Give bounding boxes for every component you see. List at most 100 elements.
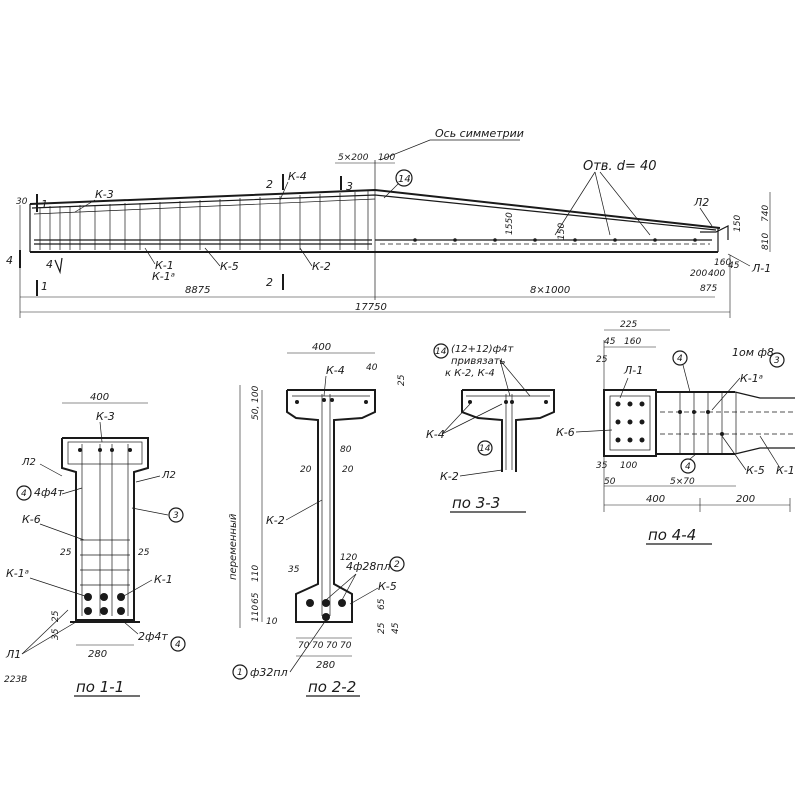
- svg-text:3: 3: [774, 356, 780, 366]
- sec22-side-label: переменный: [228, 513, 239, 580]
- sec22-dim-70b: 70: [312, 641, 324, 651]
- sec22-title: по 2-2: [308, 678, 356, 696]
- sec11-callout-3: [168, 507, 184, 523]
- sec11-label-k3: К-3: [96, 410, 115, 423]
- sec11-width-top: 400: [90, 392, 109, 403]
- sec33-title: по 3-3: [452, 494, 500, 512]
- sec22-dim-50-100: 50, 100: [251, 385, 261, 420]
- sec44-label-k1: К-1: [776, 464, 795, 477]
- sec22-callout-1: [232, 664, 248, 680]
- sec11-label-k1: К-1: [154, 573, 173, 586]
- sec22-dim-120: 120: [340, 553, 357, 563]
- sec11-bars-4f4t: 4ф4т: [34, 486, 64, 499]
- section-3-3-outline: [462, 389, 555, 472]
- label-k3: К-3: [95, 188, 114, 201]
- section-mark-1-bottom: 1: [41, 280, 48, 293]
- sec11-label-l2-left: Л2: [21, 457, 36, 468]
- sec22-dim-65: 65: [251, 592, 261, 604]
- callout-14-elevation: [395, 169, 413, 187]
- sec22-width-top: 400: [312, 342, 331, 353]
- sec22-callout-2: [389, 556, 405, 572]
- sec22-dim-110b: 110: [251, 605, 261, 622]
- sec22-dim-25b: 25: [377, 622, 387, 634]
- sec11-callout-4-bottom: [170, 636, 186, 652]
- sec33-label-k2: К-2: [440, 470, 459, 483]
- section-4-4: 225 45 160 25 35 100 50 5×70 400 200 Л-1…: [556, 320, 795, 545]
- section-mark-1-top: 1: [41, 198, 48, 211]
- sec11-label-l1: Л1: [5, 648, 21, 661]
- sec22-dim-110: 110: [251, 565, 261, 582]
- sec44-dim-400: 400: [646, 494, 665, 505]
- sec33-callout-14-top: [433, 343, 449, 359]
- sec44-callout-4-top: [672, 350, 688, 366]
- svg-text:4: 4: [46, 258, 53, 271]
- svg-text:4: 4: [685, 462, 691, 472]
- sec11-label-l2-right: Л2: [161, 470, 176, 481]
- sec22-dim-40: 40: [366, 363, 378, 373]
- stirrup-lines: [39, 191, 369, 250]
- section-mark-2-top: 2: [266, 178, 273, 191]
- sec22-dim-20b: 20: [342, 465, 354, 475]
- label-k4: К-4: [288, 170, 307, 183]
- dim-810: 810: [761, 233, 771, 250]
- dim-875: 875: [700, 284, 717, 294]
- sec22-dim-70a: 70: [298, 641, 310, 651]
- sec11-title: по 1-1: [76, 678, 124, 696]
- sec44-dim-5x70: 5×70: [670, 477, 695, 487]
- sec22-dim-35: 35: [288, 565, 300, 575]
- sec44-callout-3: [769, 352, 785, 368]
- sec44-label-l1: Л-1: [623, 364, 643, 377]
- section-mark-3: 3: [346, 180, 353, 193]
- dim-30: 30: [16, 197, 28, 207]
- label-l1: Л-1: [751, 262, 771, 275]
- sec11-label-k1a: К-1ᵃ: [6, 567, 29, 580]
- svg-text:14: 14: [435, 347, 447, 357]
- label-k1: К-1: [155, 259, 174, 272]
- sec33-note-line2: привязать: [451, 356, 506, 367]
- symmetry-axis-label: Ось симметрии: [435, 127, 524, 140]
- sec22-width-bottom: 280: [316, 660, 335, 671]
- sec22-dim-20a: 20: [300, 465, 312, 475]
- sec22-dim-70d: 70: [340, 641, 352, 651]
- dim-17750: 17750: [355, 302, 387, 313]
- sec44-bars-label: 1ом ф8: [732, 346, 774, 359]
- label-k1a: К-1ᵃ: [152, 270, 175, 283]
- dim-740: 740: [761, 205, 771, 222]
- section-mark-4: 4: [6, 254, 13, 267]
- sec22-dim-70c: 70: [326, 641, 338, 651]
- dim-150b: 150: [733, 215, 743, 232]
- section-2-2: 400 280 40 25 50, 100 переменный 80 20 2…: [228, 342, 407, 697]
- hole-dim-100: 100: [378, 153, 395, 163]
- sec22-bars-label: 4ф28пл: [346, 560, 391, 573]
- dim-160: 160: [714, 258, 731, 268]
- sec22-dim-45: 45: [391, 622, 401, 634]
- dim-45: 45: [728, 261, 740, 271]
- svg-text:3: 3: [173, 511, 179, 521]
- dim-400: 400: [708, 269, 725, 279]
- sec22-label-k5: К-5: [378, 580, 397, 593]
- sec44-dim-45: 45: [604, 337, 616, 347]
- sec33-note-line1: (12+12)ф4т: [451, 344, 515, 355]
- hole-dots: [413, 238, 697, 242]
- sec22-bottom-bar: ф32пл: [250, 666, 288, 679]
- sec44-dim-200: 200: [736, 494, 755, 505]
- sec11-label-k6: К-6: [22, 513, 41, 526]
- sec44-title: по 4-4: [648, 526, 696, 544]
- dim-150: 150: [557, 223, 567, 240]
- svg-text:4: 4: [21, 489, 27, 499]
- svg-text:14: 14: [479, 444, 491, 454]
- section-3-3: 14 (12+12)ф4т привязать к К-2, К-4 К-4 1…: [426, 343, 555, 513]
- sec44-dim-225: 225: [620, 320, 637, 330]
- dim-8x1000: 8×1000: [530, 285, 570, 296]
- label-l2: Л2: [693, 196, 709, 209]
- section-mark-2-bottom: 2: [266, 276, 273, 289]
- sheet-code: 223В: [4, 675, 27, 685]
- section-1-1: 400 280 К-3 Л2 Л2 4 4ф4т 3 К-6 25 25 К-1…: [4, 392, 186, 697]
- sec44-dim-160: 160: [624, 337, 641, 347]
- section-2-2-outline: [286, 389, 376, 623]
- sec11-dim-25a: 25: [60, 548, 72, 558]
- sec44-label-k6: К-6: [556, 426, 575, 439]
- sec11-dim-25b: 25: [138, 548, 150, 558]
- dim-8875: 8875: [185, 285, 210, 296]
- sec44-label-k5: К-5: [746, 464, 765, 477]
